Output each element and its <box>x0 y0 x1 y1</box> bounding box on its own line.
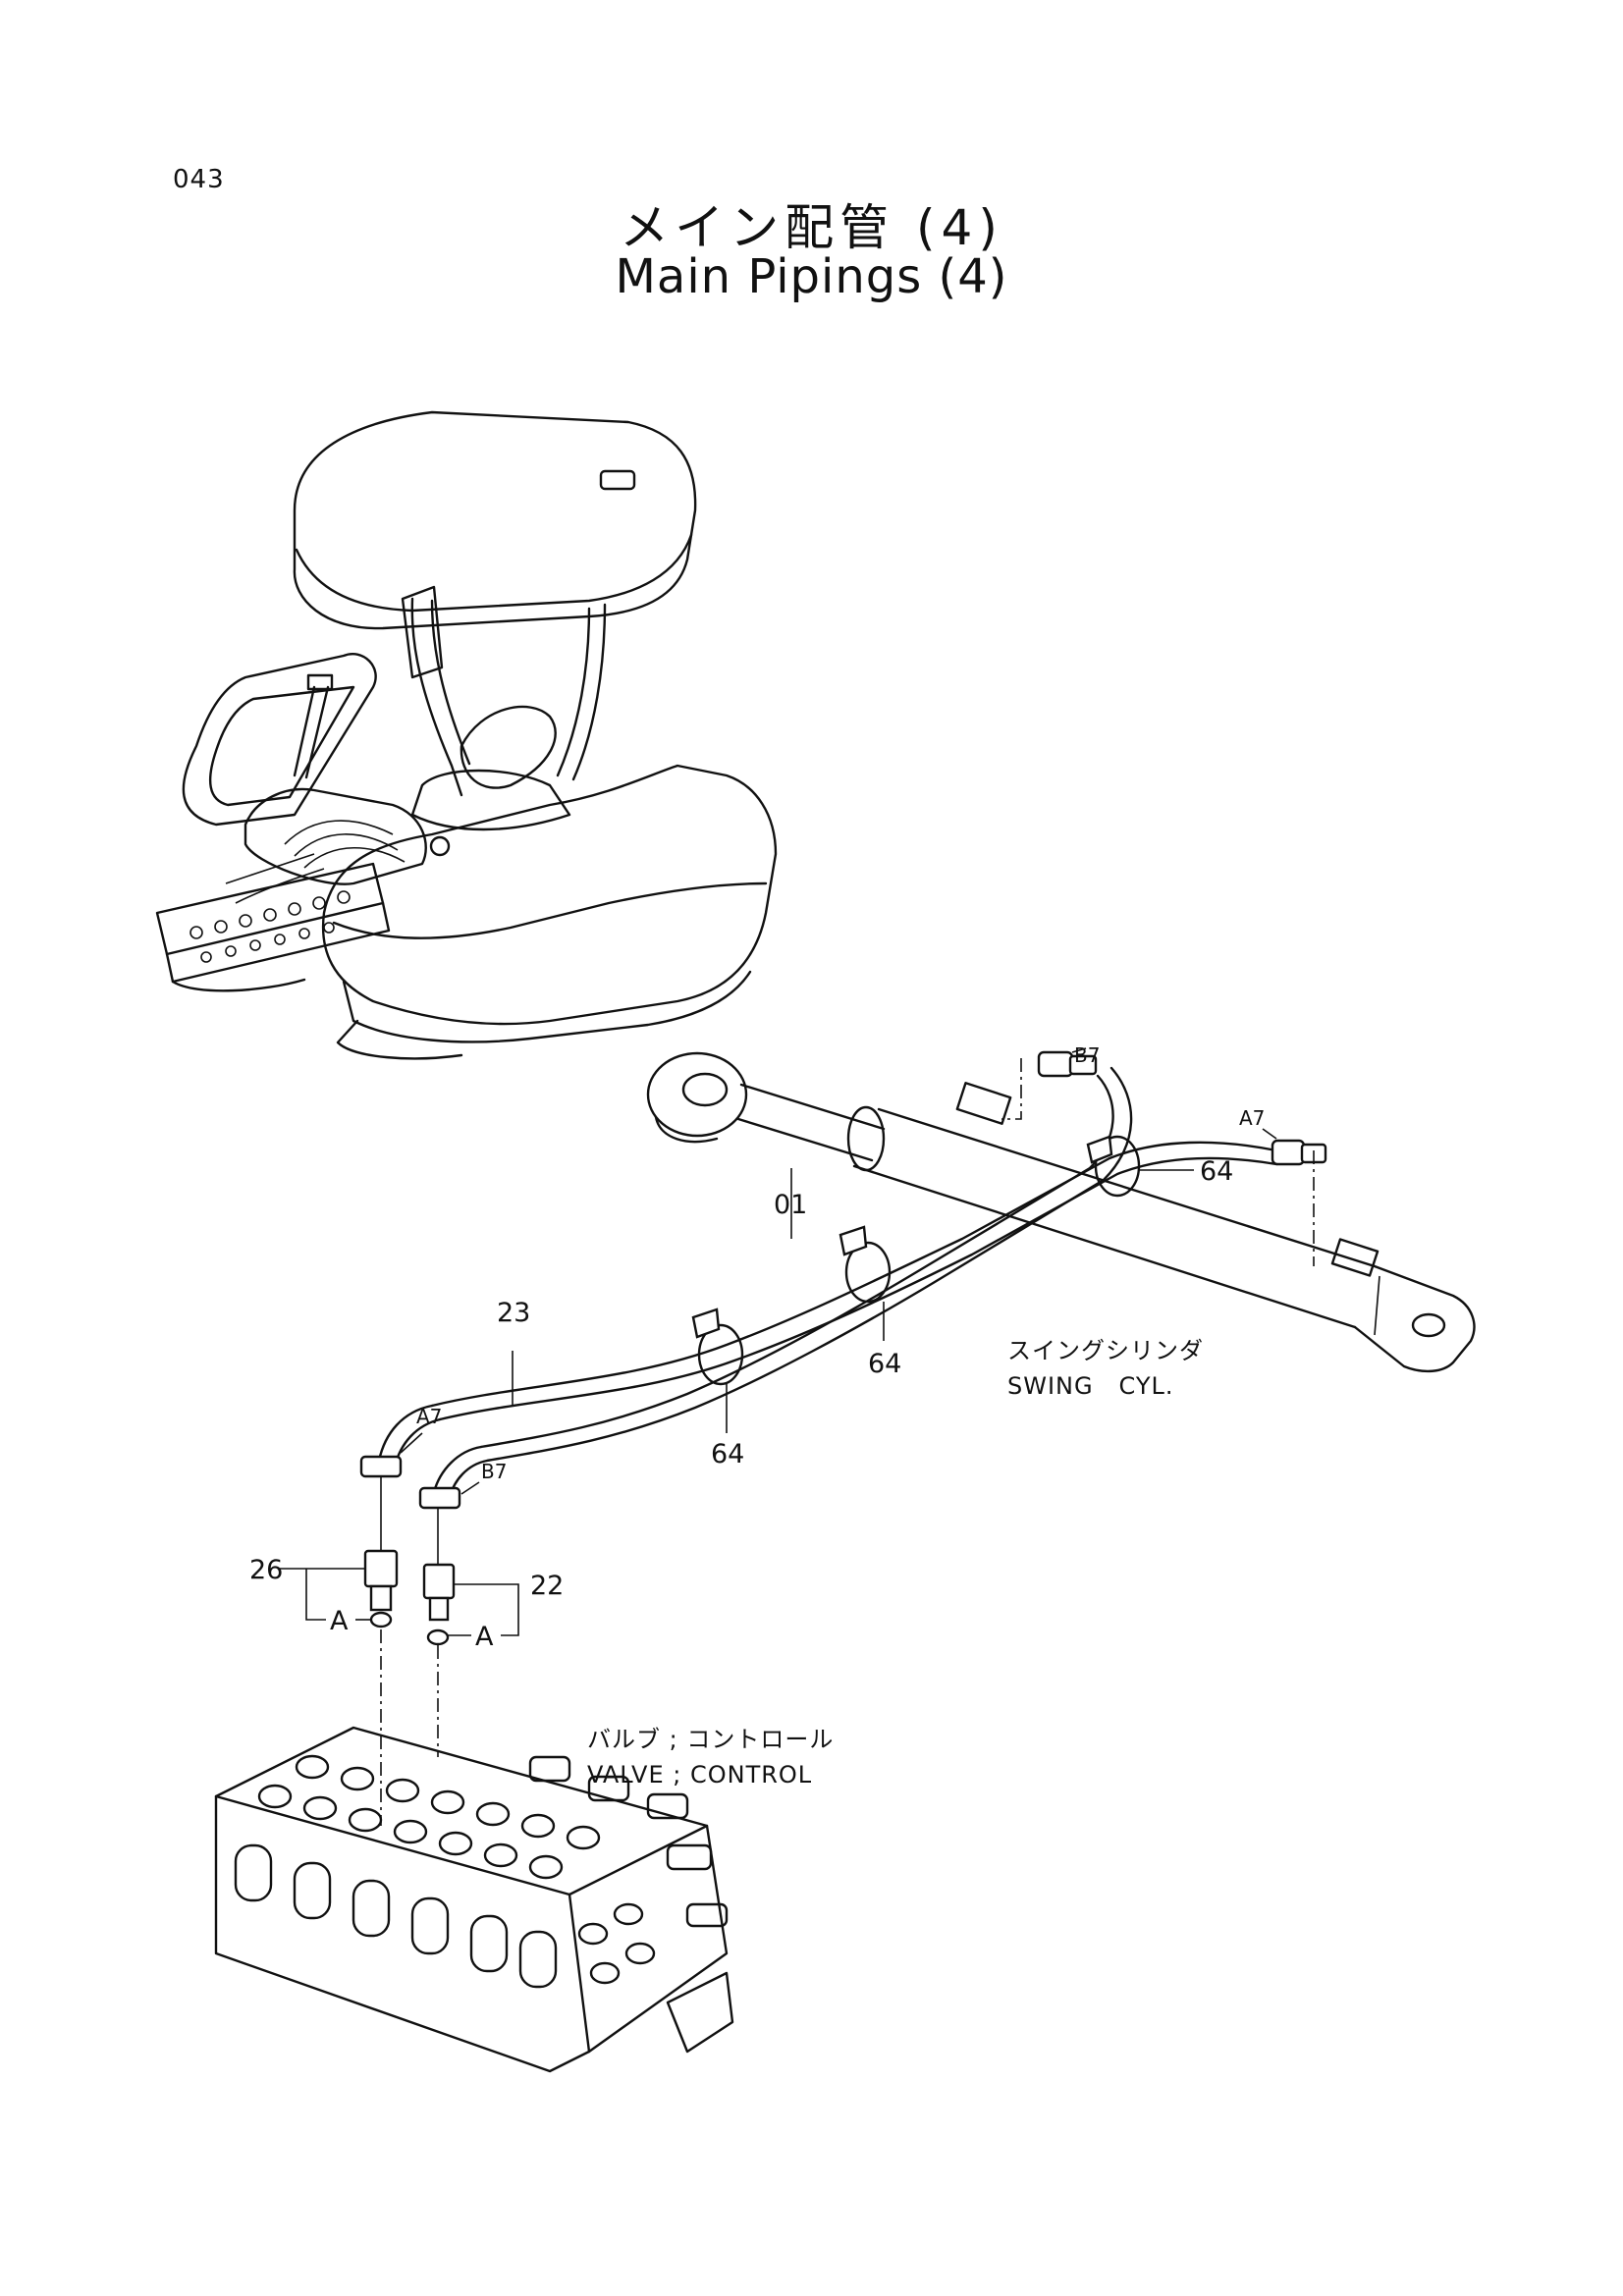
callout-26: 26 <box>249 1555 283 1585</box>
control-valve-drawing <box>214 1726 734 2073</box>
port-a7-valve: A7 <box>416 1405 442 1428</box>
page-number: 043 <box>173 165 225 194</box>
detail-a-left: A <box>330 1606 349 1636</box>
callout-64-lower: 64 <box>711 1439 744 1469</box>
control-valve-label-en: VALVE ; CONTROL <box>587 1761 812 1789</box>
leader-lines <box>280 1047 1277 1636</box>
machine-body-drawing <box>155 410 778 1060</box>
title-japanese: メイン配管 (4) <box>620 199 1003 256</box>
callout-22: 22 <box>530 1571 564 1601</box>
control-valve-label-jp: バルブ ; コントロール <box>587 1726 834 1753</box>
swing-cylinder-drawing <box>646 1051 1476 1373</box>
swing-cylinder-label-jp: スイングシリンダ <box>1007 1337 1204 1364</box>
detail-a-right: A <box>475 1622 494 1652</box>
title-english: Main Pipings (4) <box>615 249 1008 304</box>
callout-64-right: 64 <box>1200 1156 1233 1187</box>
port-b7-cylinder: B7 <box>1074 1043 1100 1067</box>
callout-01: 01 <box>774 1190 807 1220</box>
callout-64-middle: 64 <box>868 1349 901 1379</box>
adapters <box>363 1476 456 1826</box>
port-a7-cylinder: A7 <box>1239 1106 1265 1130</box>
hose-assembly <box>359 1050 1327 1510</box>
callout-23: 23 <box>497 1298 530 1328</box>
port-b7-valve: B7 <box>481 1460 507 1483</box>
swing-cylinder-label-en: SWING CYL. <box>1007 1372 1173 1400</box>
